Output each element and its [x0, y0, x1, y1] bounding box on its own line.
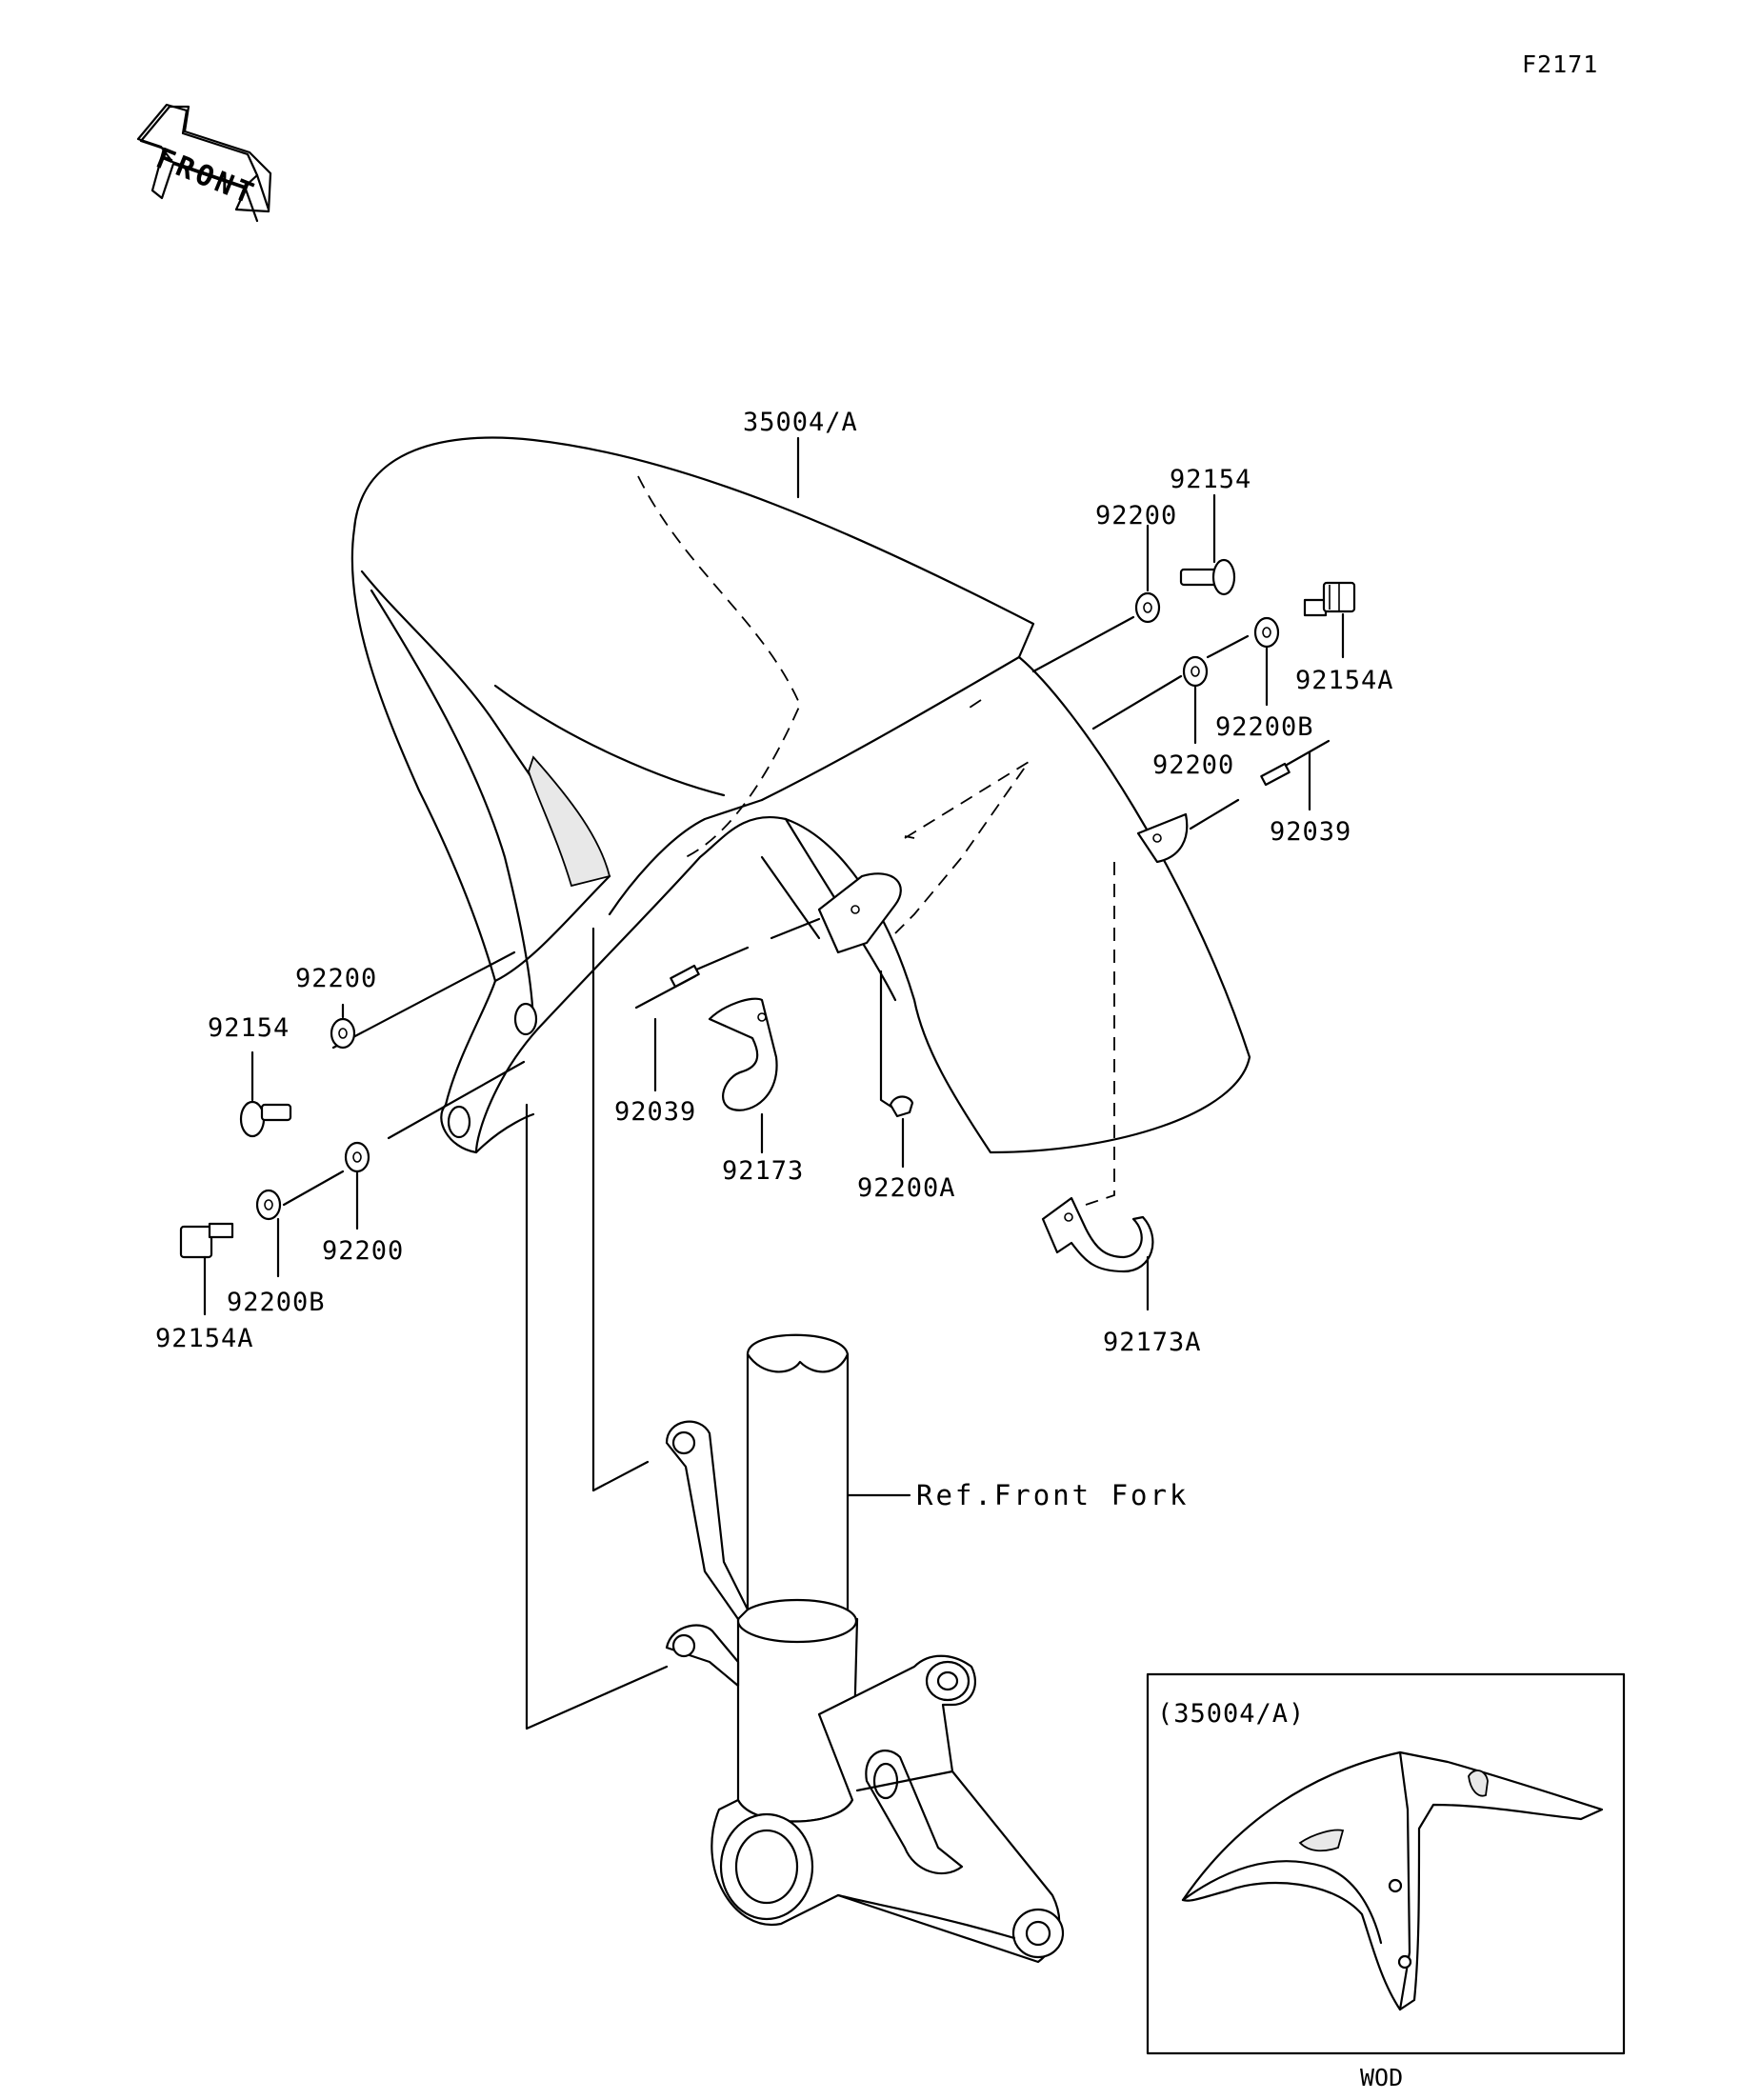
inset-title: (35004/A) — [1157, 1699, 1305, 1729]
part-label: 92039 — [1270, 817, 1351, 847]
washer-icon — [1182, 655, 1209, 688]
washer-icon — [255, 1189, 282, 1221]
front-fork-reference — [665, 1333, 1065, 1964]
rivet-icon — [1260, 739, 1331, 787]
collar-bolt-icon — [1303, 581, 1356, 617]
part-labels: 35004/A 92154 92200 92154A 92200B 92200 … — [155, 408, 1394, 1511]
part-label: 92173 — [722, 1156, 804, 1186]
washer-icon — [1134, 591, 1161, 624]
washer-icon — [344, 1141, 370, 1173]
part-label: 35004/A — [743, 408, 858, 437]
part-label: 92200A — [857, 1173, 956, 1203]
front-direction-arrow-icon: FRONT — [136, 103, 272, 223]
washer-icon — [330, 1017, 356, 1050]
part-label: 92039 — [614, 1097, 696, 1127]
part-label: 92200B — [227, 1288, 326, 1317]
bolt-icon — [1179, 558, 1236, 596]
inset-box: (35004/A) WOD — [1146, 1672, 1626, 2091]
part-label: 92200 — [295, 964, 377, 993]
washer-icon — [1253, 616, 1280, 649]
part-label: 92173A — [1103, 1328, 1202, 1357]
center-clamp — [634, 964, 914, 1169]
inset-fender — [1181, 1750, 1604, 2011]
part-label: 92200 — [1152, 750, 1234, 780]
leader-lines — [282, 436, 1250, 1730]
part-label: 92200B — [1215, 712, 1314, 742]
part-label: 92200 — [322, 1236, 404, 1266]
inset-caption: WOD — [1360, 2064, 1403, 2091]
part-label: 92154 — [208, 1013, 290, 1043]
part-label: 92154 — [1170, 465, 1251, 494]
hardware-left — [179, 1003, 370, 1316]
part-label: 92154A — [155, 1324, 254, 1353]
front-fender-35004 — [350, 436, 1251, 1154]
part-label: 92200 — [1095, 501, 1177, 530]
collar-bolt-icon — [179, 1222, 234, 1259]
figure-id: F2171 — [1522, 50, 1598, 78]
reference-label: Ref.Front Fork — [916, 1479, 1189, 1511]
clamp-92173A — [1041, 1196, 1154, 1311]
bolt-icon — [239, 1100, 292, 1138]
part-label: 92154A — [1295, 666, 1394, 695]
hardware-right — [1134, 493, 1356, 811]
